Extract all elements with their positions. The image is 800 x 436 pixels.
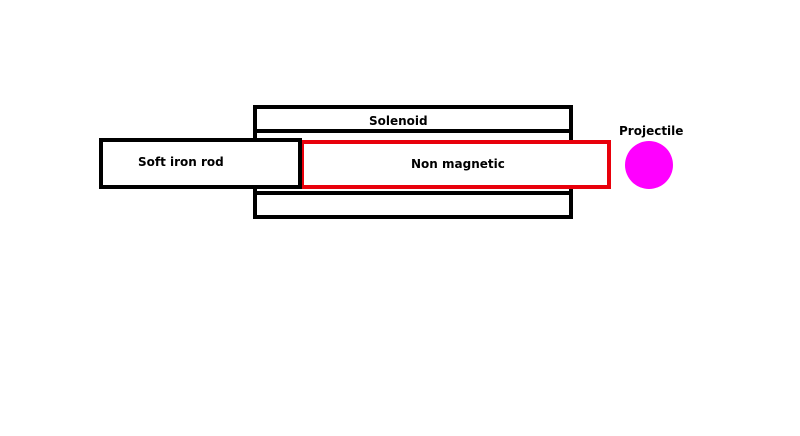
non-magnetic-tube (300, 140, 611, 189)
solenoid-label: Solenoid (369, 114, 428, 128)
iron-rod-label: Soft iron rod (138, 155, 224, 169)
projectile-label: Projectile (619, 124, 684, 138)
soft-iron-rod (99, 138, 302, 189)
solenoid-bottom-wall (253, 191, 573, 219)
projectile-ball (625, 141, 673, 189)
non-magnetic-label: Non magnetic (411, 157, 505, 171)
solenoid-top-wall (253, 105, 573, 133)
